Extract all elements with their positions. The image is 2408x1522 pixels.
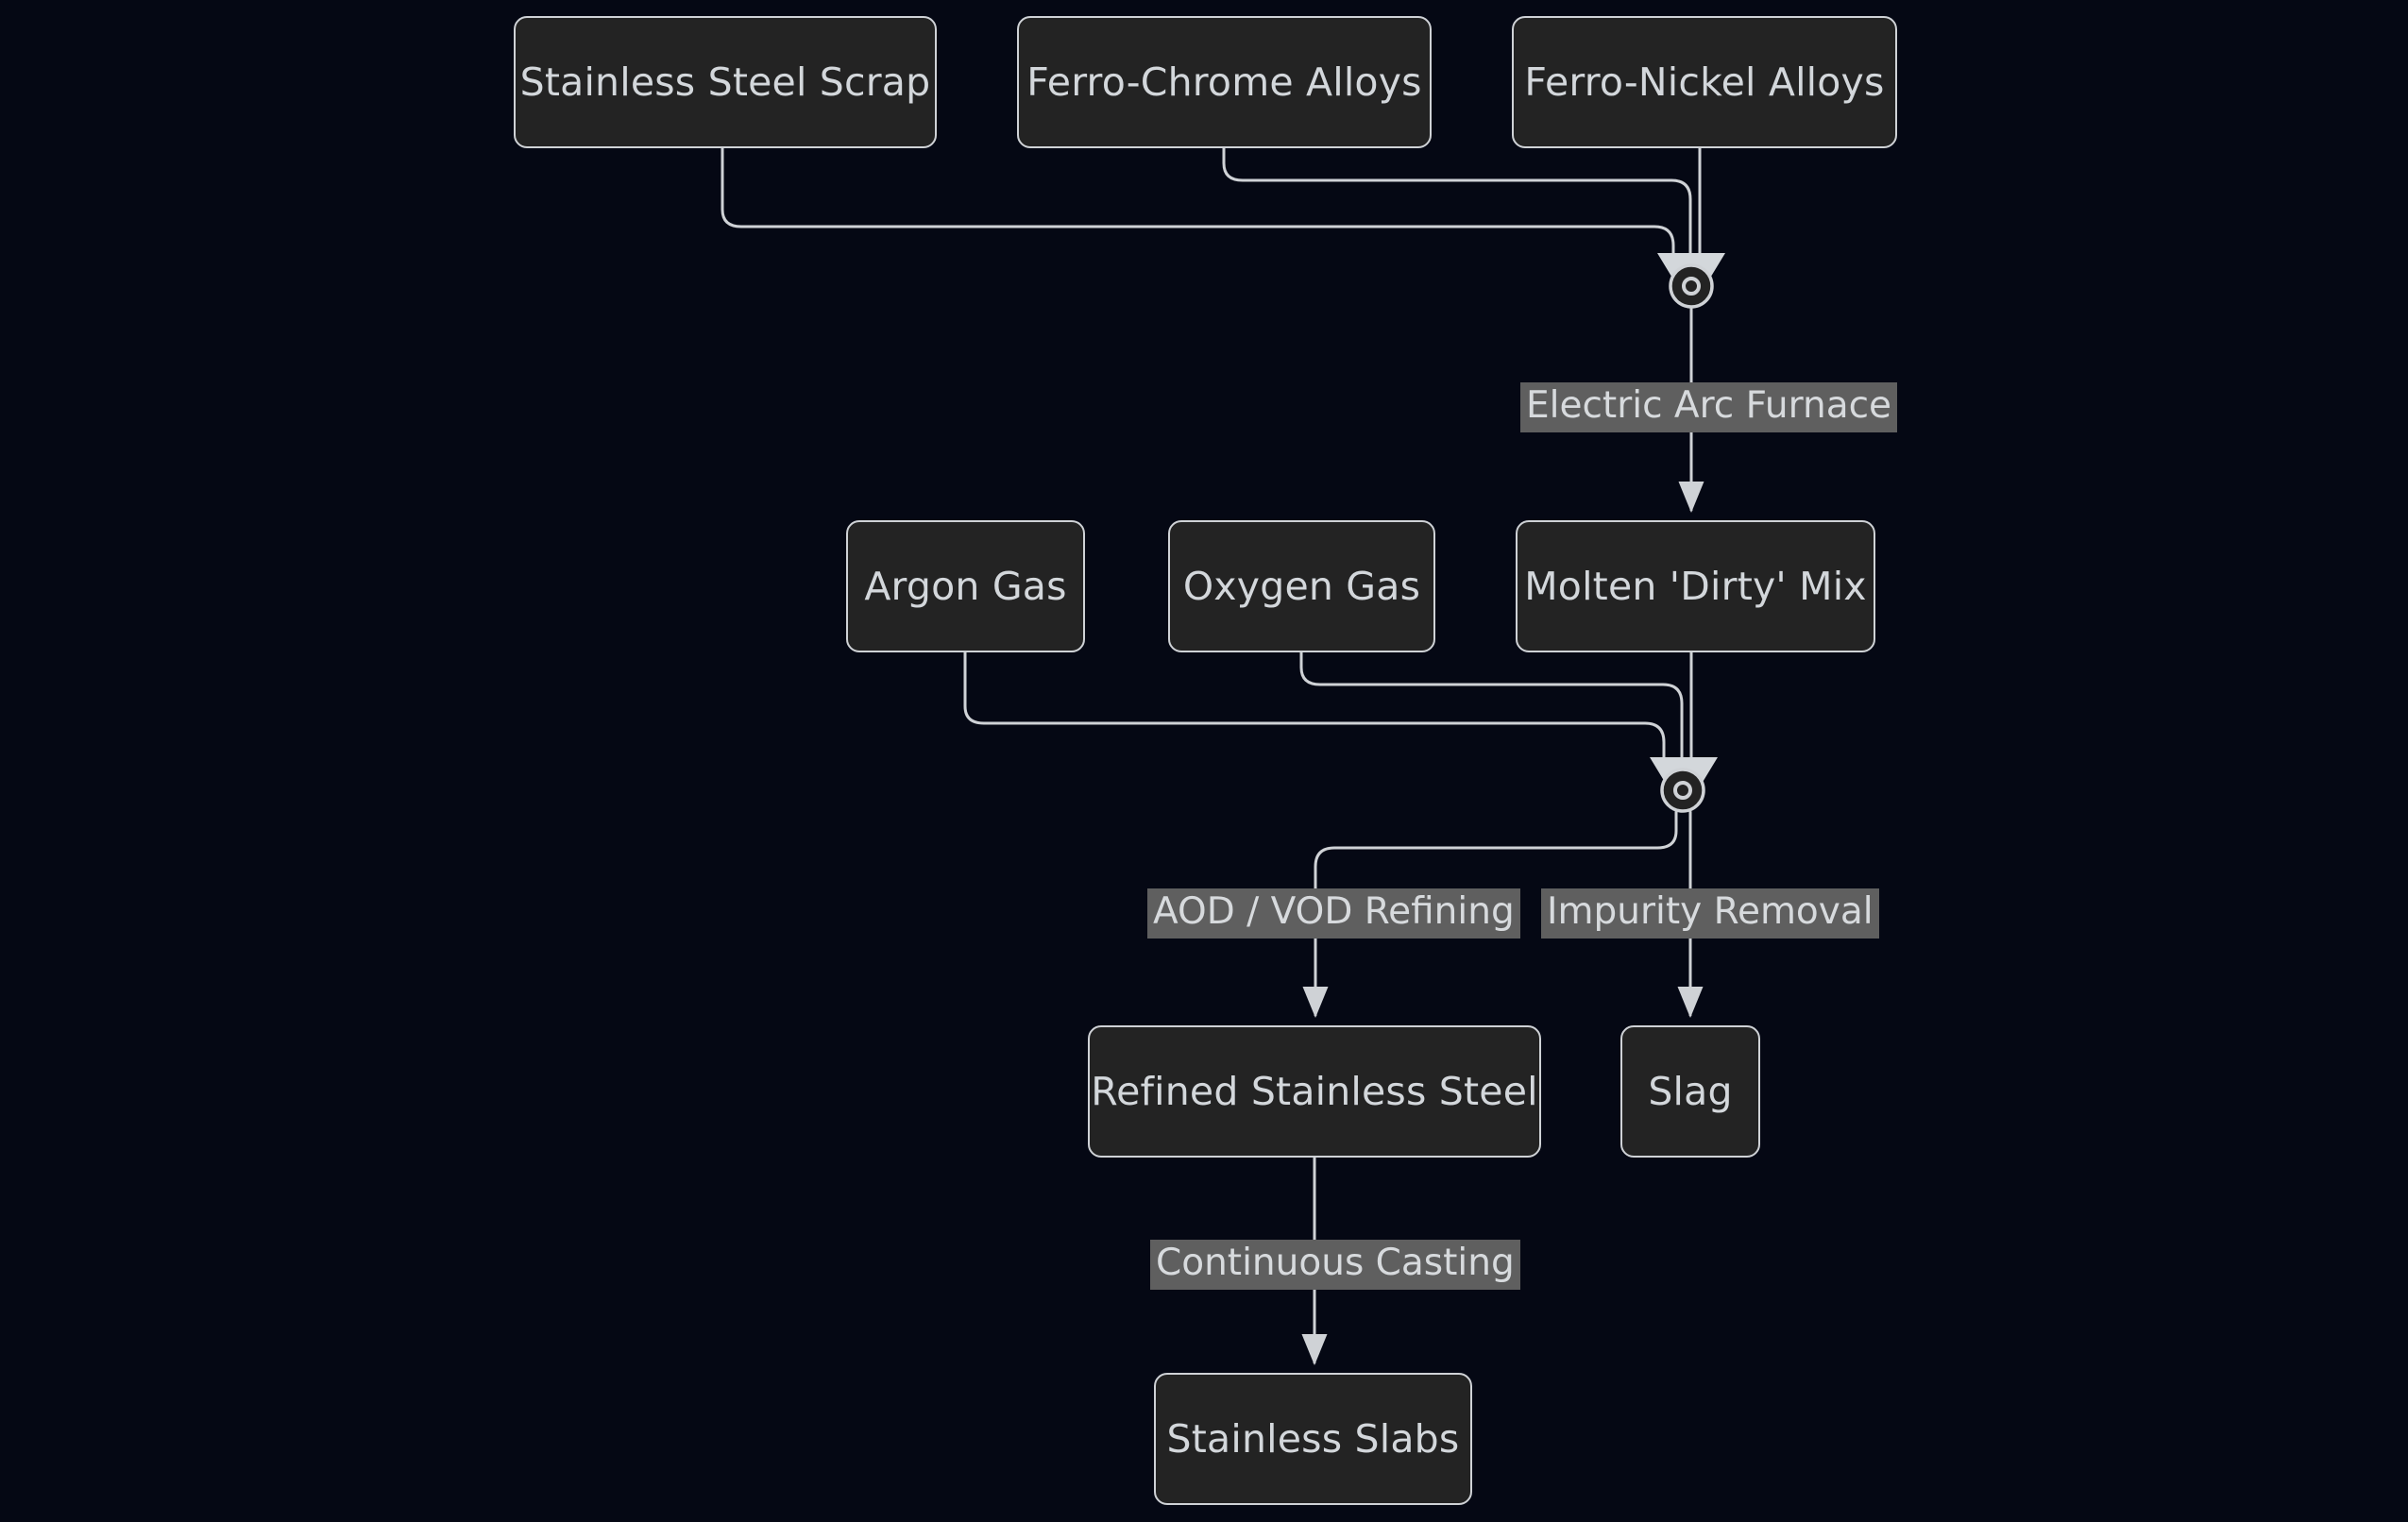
edge-label-electric-arc-furnace: Electric Arc Furnace [1520,382,1898,432]
node-label: Stainless Steel Scrap [519,59,931,105]
node-ferro-chrome-alloys[interactable]: Ferro-Chrome Alloys [1017,16,1432,148]
edge-label-impurity-removal: Impurity Removal [1541,888,1879,939]
junction-aod-icon [1650,757,1718,813]
node-oxygen-gas[interactable]: Oxygen Gas [1168,520,1435,652]
node-label: Ferro-Nickel Alloys [1524,59,1885,105]
node-refined-stainless-steel[interactable]: Refined Stainless Steel [1088,1025,1541,1158]
edge-scrap-to-eaf [721,146,1675,259]
edge-label-aod-vod-refining: AOD / VOD Refining [1147,888,1520,939]
node-molten-dirty-mix[interactable]: Molten 'Dirty' Mix [1516,520,1875,652]
node-label: Argon Gas [864,564,1067,609]
node-label: Refined Stainless Steel [1091,1069,1538,1114]
node-label: Molten 'Dirty' Mix [1524,564,1867,609]
node-label: Slag [1648,1069,1733,1114]
node-label: Stainless Slabs [1166,1416,1460,1462]
node-label: Ferro-Chrome Alloys [1026,59,1422,105]
edge-ferrochrome-to-eaf [1222,146,1692,259]
node-stainless-slabs[interactable]: Stainless Slabs [1154,1373,1472,1505]
node-ferro-nickel-alloys[interactable]: Ferro-Nickel Alloys [1512,16,1897,148]
node-label: Oxygen Gas [1182,564,1421,609]
node-argon-gas[interactable]: Argon Gas [846,520,1085,652]
node-slag[interactable]: Slag [1620,1025,1760,1158]
edge-oxygen-to-aod [1299,651,1684,763]
edge-argon-to-aod [963,651,1666,763]
junction-eaf-icon [1657,253,1725,309]
node-stainless-steel-scrap[interactable]: Stainless Steel Scrap [514,16,937,148]
edge-label-continuous-casting: Continuous Casting [1150,1240,1520,1290]
